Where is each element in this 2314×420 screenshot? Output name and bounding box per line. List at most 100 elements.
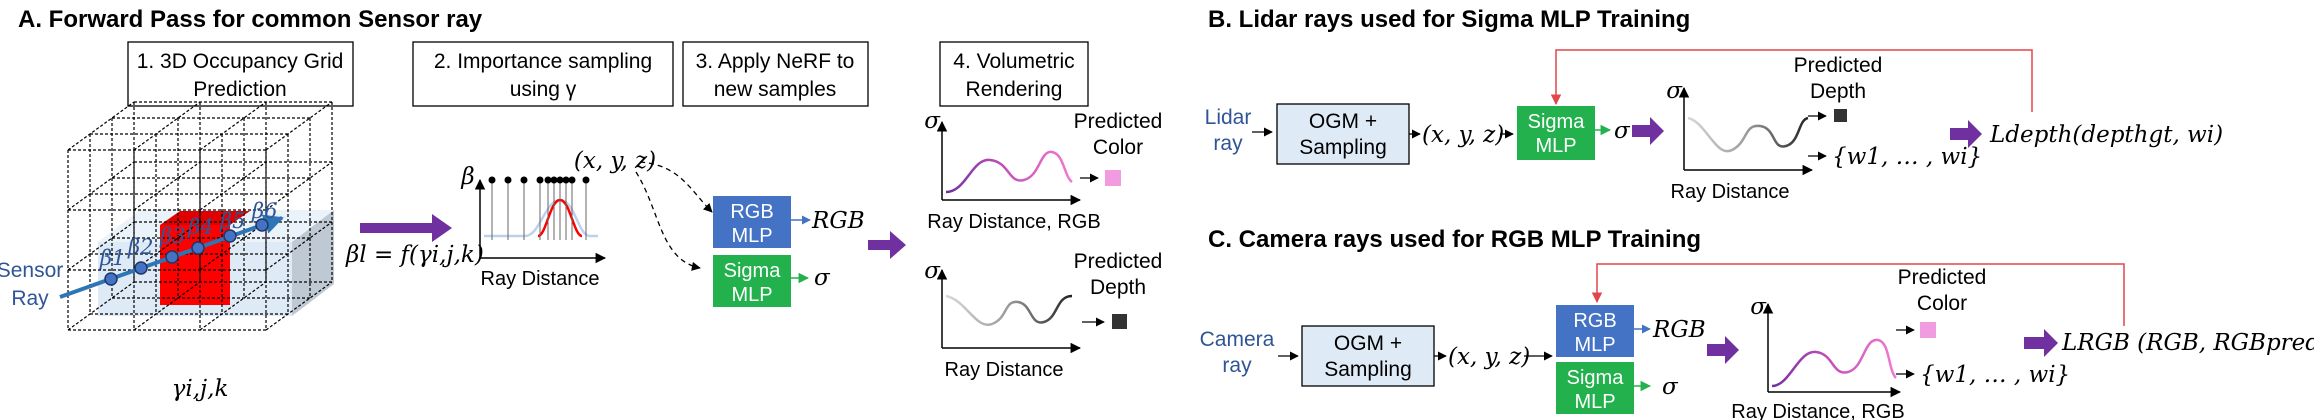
sample-dot [488,176,496,184]
svg-text:MLP: MLP [1574,391,1615,413]
svg-text:Color: Color [1917,292,1967,315]
svg-text:σ: σ [924,258,941,284]
predicted-color-label-1: Predicted [1074,110,1163,133]
beta-equation: βl = f(γi,j,k) [345,242,484,268]
purple-arrow [1632,117,1664,145]
purple-arrow [1950,120,1982,148]
step-2-line-1: 2. Importance sampling [434,50,652,73]
svg-text:Sigma: Sigma [724,260,782,282]
step-3-line-2: new samples [714,78,837,101]
importance-sampling-plot: β Ray Distance [460,164,607,290]
svg-text:Ray Distance, RGB: Ray Distance, RGB [927,211,1100,233]
ogm-box-c: OGM + Sampling [1301,325,1435,387]
sample-point [165,250,179,264]
sigma-mlp-c: Sigma MLP [1556,362,1634,414]
svg-text:Camera: Camera [1200,328,1275,351]
sensor-ray-label-2: Ray [11,287,49,310]
predicted-color-swatch [1105,170,1121,186]
sample-points: β1 β2 β3 β4 β5 β6 [99,199,278,286]
purple-arrow [1707,336,1739,364]
svg-text:σ: σ [1666,78,1683,104]
render-color-plot: σ Ray Distance, RGB [924,108,1100,233]
panel-a-title: A. Forward Pass for common Sensor ray [18,6,483,33]
sigma-mlp-a: Sigma MLP [713,255,791,307]
panel-c-title: C. Camera rays used for RGB MLP Training [1208,226,1701,253]
svg-text:σ: σ [924,108,941,134]
sigma-mlp-b: Sigma MLP [1517,106,1595,160]
svg-text:MLP: MLP [1535,135,1576,157]
sample-dot [550,176,558,184]
svg-text:ray: ray [1213,132,1243,155]
xyz-label-a: (x, y, z) [574,148,656,174]
svg-text:σ: σ [1750,294,1767,320]
sample-point [104,272,118,286]
rgb-mlp-c: RGB MLP [1556,305,1634,357]
sample-dot [504,176,512,184]
svg-text:{w1, … , wi}: {w1, … , wi} [1832,144,1982,170]
sample-dot [556,176,564,184]
svg-text:σ: σ [1614,118,1631,144]
svg-text:Depth: Depth [1090,276,1146,299]
step-4-box: 4. Volumetric Rendering [939,41,1089,107]
gamma-label: γi,j,k [172,376,229,402]
svg-text:Ray Distance: Ray Distance [945,359,1064,381]
svg-text:σ: σ [1662,374,1679,400]
loss-depth: Ldepth(depthgt, wi) [1989,122,2223,148]
panel-c: C. Camera rays used for RGB MLP Training… [1200,226,2314,420]
svg-text:RGB: RGB [1573,310,1616,332]
svg-text:RGB: RGB [730,201,773,223]
step-4-line-2: Rendering [966,78,1063,101]
lidar-depth-plot: σ Ray Distance [1666,78,1814,203]
beta-2-label: β2 [127,235,154,259]
svg-text:Depth: Depth [1810,80,1866,103]
beta-axis-label: β [460,164,474,190]
ray-distance-label-a: Ray Distance [481,268,600,290]
purple-arrow [360,214,452,242]
beta-4-label: β4 [187,215,214,239]
sigma-output-a: σ [814,265,831,291]
occupancy-grid [67,101,334,331]
camera-color-plot: σ Ray Distance, RGB [1731,294,1904,420]
svg-text:Sampling: Sampling [1324,358,1412,381]
svg-text:(x, y, z): (x, y, z) [1422,122,1504,148]
predicted-depth-swatch-b [1834,109,1847,122]
sample-point [255,218,269,232]
svg-text:Sigma: Sigma [1528,111,1586,133]
panel-a: A. Forward Pass for common Sensor ray 1.… [0,6,1162,402]
step-1-line-2: Prediction [193,78,286,101]
rgb-mlp-a: RGB MLP [713,196,791,248]
step-3-box: 3. Apply NeRF to new samples [682,41,869,107]
svg-text:RGB: RGB [1652,317,1706,343]
purple-arrow [868,231,906,259]
sample-point [191,241,205,255]
rgb-output-a: RGB [811,208,865,234]
step-1-line-1: 1. 3D Occupancy Grid [137,50,344,73]
render-depth-plot: σ Ray Distance [924,258,1082,381]
step-2-box: 2. Importance sampling using γ [412,41,674,107]
svg-text:Predicted: Predicted [1794,54,1883,77]
purple-arrow [2024,329,2058,357]
svg-text:Predicted: Predicted [1898,266,1987,289]
sample-dot [520,176,528,184]
step-4-line-1: 4. Volumetric [953,50,1074,73]
step-1-box: 1. 3D Occupancy Grid Prediction [127,41,354,107]
svg-text:MLP: MLP [731,284,772,306]
svg-text:Ray Distance, RGB: Ray Distance, RGB [1731,401,1904,420]
beta-3-label: β3 [159,224,186,248]
sample-dot [568,176,576,184]
predicted-depth-swatch [1112,314,1127,329]
sample-dot [562,176,570,184]
sample-point [134,261,148,275]
predicted-color-label-2: Color [1093,136,1143,159]
svg-text:Predicted: Predicted [1074,250,1163,273]
panel-b: B. Lidar rays used for Sigma MLP Trainin… [1205,6,2223,203]
ogm-box-b: OGM + Sampling [1276,103,1410,165]
svg-text:ray: ray [1222,354,1252,377]
svg-text:OGM +: OGM + [1309,110,1377,133]
beta-5-label: β5 [219,209,246,233]
beta-1-label: β1 [99,246,126,270]
svg-text:{w1, … , wi}: {w1, … , wi} [1920,362,2070,388]
predicted-color-swatch-c [1920,322,1936,338]
sample-stems [488,176,590,240]
svg-text:(x, y, z): (x, y, z) [1448,344,1530,370]
